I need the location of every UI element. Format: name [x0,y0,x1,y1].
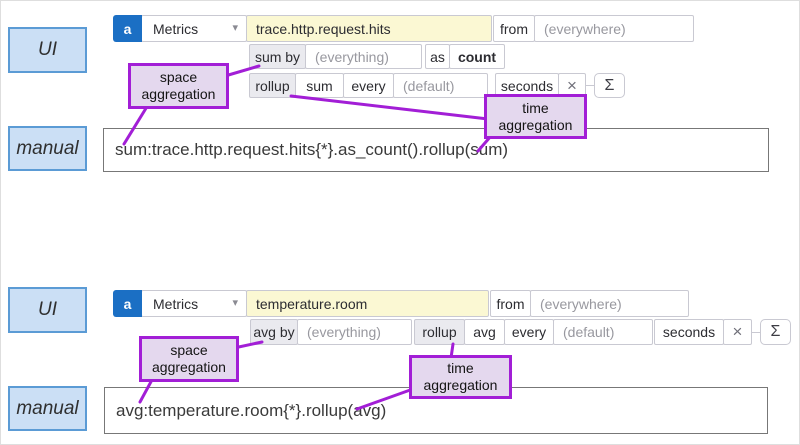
rollup-label-token: rollup [249,73,296,98]
as-label: as [425,44,450,69]
caret-down-icon: ▾ [232,297,238,309]
rollup-fn-dropdown[interactable]: sum [295,73,344,98]
source-dropdown[interactable]: Metrics ▾ [141,290,247,317]
manual-label-text: manual [16,397,79,419]
from-label: from [493,15,535,42]
query-builder-row-space-agg-top: sum by (everything) as count [249,44,505,69]
group-by-input[interactable]: (everything) [297,319,412,345]
rollup-label-token: rollup [414,319,465,345]
time-aggregation-callout-top: time aggregation [484,94,587,139]
group-by-input[interactable]: (everything) [305,44,422,69]
manual-label-text: manual [16,137,79,159]
query-builder-row-source-top: a Metrics ▾ trace.http.request.hits from… [113,15,694,42]
space-agg-dropdown[interactable]: sum by [249,44,306,69]
unit-dropdown[interactable]: seconds [495,73,559,98]
query-builder-row-agg-bottom: avg by (everything) rollup avg every (de… [250,319,791,345]
query-builder-row-rollup-top: rollup sum every (default) seconds × Σ [249,73,625,98]
caret-down-icon: ▾ [232,22,238,34]
from-scope-input[interactable]: (everywhere) [534,15,694,42]
sigma-icon[interactable]: Σ [594,73,625,98]
every-interval-input[interactable]: (default) [553,319,653,345]
connector-stub [751,331,760,333]
from-scope-input[interactable]: (everywhere) [530,290,689,317]
as-count-dropdown[interactable]: count [449,44,505,69]
every-interval-input[interactable]: (default) [393,73,488,98]
space-aggregation-callout-top: space aggregation [128,63,229,109]
source-dropdown[interactable]: Metrics ▾ [141,15,247,42]
every-label-token: every [343,73,394,98]
ui-label-text: UI [38,299,57,320]
connector-stub [585,85,594,86]
query-letter-badge[interactable]: a [113,290,142,317]
close-icon[interactable]: × [723,319,752,345]
every-label-token: every [504,319,554,345]
metric-name-input[interactable]: temperature.room [246,290,489,317]
source-dropdown-label: Metrics [153,20,199,37]
metric-name-input[interactable]: trace.http.request.hits [246,15,492,42]
query-letter-badge[interactable]: a [113,15,142,42]
unit-dropdown[interactable]: seconds [654,319,724,345]
time-aggregation-callout-bottom: time aggregation [409,355,512,399]
space-aggregation-callout-bottom: space aggregation [139,336,239,382]
manual-label-box-bottom: manual [8,386,87,431]
ui-label-text: UI [38,39,57,60]
source-dropdown-label: Metrics [153,295,199,312]
from-label: from [490,290,531,317]
space-agg-dropdown[interactable]: avg by [250,319,298,345]
ui-label-box-top: UI [8,27,87,73]
query-builder-row-source-bottom: a Metrics ▾ temperature.room from (every… [113,290,689,317]
sigma-icon[interactable]: Σ [760,319,791,345]
manual-query-input-top[interactable]: sum:trace.http.request.hits{*}.as_count(… [103,128,769,172]
rollup-fn-dropdown[interactable]: avg [464,319,505,345]
ui-label-box-bottom: UI [8,287,87,333]
manual-label-box-top: manual [8,126,87,171]
